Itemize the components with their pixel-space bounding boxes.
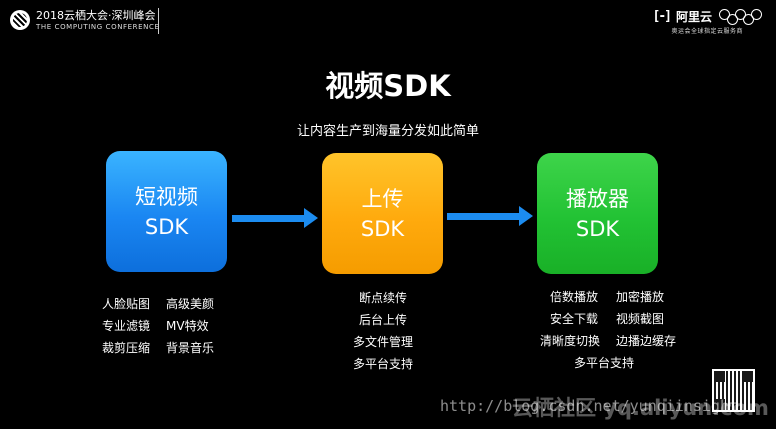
conference-subtitle: THE COMPUTING CONFERENCE bbox=[36, 23, 160, 31]
olympic-rings-icon bbox=[719, 8, 762, 25]
conference-logo-icon bbox=[10, 10, 30, 30]
feature-item: 断点续传 bbox=[359, 291, 408, 305]
aliyun-bracket-icon: [-] bbox=[652, 9, 673, 24]
feature-item: 加密播放 bbox=[616, 290, 665, 304]
box-sdk-label: SDK bbox=[575, 216, 620, 241]
upload-features: 断点续传 后台上传 多文件管理 多平台支持 bbox=[353, 287, 413, 375]
upload-sdk-box: 上传 SDK bbox=[322, 153, 443, 274]
feature-item: 清晰度切换 bbox=[540, 334, 601, 348]
box-label: 短视频 bbox=[135, 184, 198, 209]
short-video-sdk-box: 短视频 SDK bbox=[106, 151, 227, 272]
box-sdk-label: SDK bbox=[360, 216, 405, 241]
feature-item: 倍数播放 bbox=[550, 290, 599, 304]
watermark-url: http://blog.csdn.net/yunqiinsight bbox=[440, 397, 739, 415]
box-label: 播放器 bbox=[566, 186, 629, 211]
conference-logo: 2018云栖大会·深圳峰会 THE COMPUTING CONFERENCE bbox=[10, 9, 160, 31]
aliyun-logo: [-] 阿里云 奥运会全球指定云服务商 bbox=[652, 8, 762, 35]
feature-item: 裁剪压缩 bbox=[102, 341, 151, 355]
qr-code bbox=[712, 369, 755, 412]
slide-title: 视频SDK bbox=[325, 69, 451, 103]
arrow-right-icon bbox=[447, 206, 533, 226]
feature-item: 后台上传 bbox=[359, 313, 408, 327]
player-sdk-box: 播放器 SDK bbox=[537, 153, 658, 274]
box-label: 上传 bbox=[361, 186, 404, 211]
aliyun-tagline: 奥运会全球指定云服务商 bbox=[671, 28, 743, 35]
arrow-right-icon bbox=[232, 208, 318, 228]
feature-item: 安全下载 bbox=[550, 312, 599, 326]
feature-item: 视频截图 bbox=[616, 312, 665, 326]
box-sdk-label: SDK bbox=[144, 214, 189, 239]
slide-subtitle: 让内容生产到海量分发如此简单 bbox=[296, 124, 479, 139]
header-divider bbox=[158, 8, 159, 34]
watermark-brand: 云栖社区 yq.aliyun.com bbox=[512, 396, 769, 420]
feature-item: 多文件管理 bbox=[353, 335, 414, 349]
feature-item: 背景音乐 bbox=[166, 341, 215, 355]
feature-item: 多平台支持 bbox=[353, 357, 414, 371]
short-video-features: 人脸贴图 高级美颜 专业滤镜 MV特效 裁剪压缩 背景音乐 bbox=[102, 293, 214, 359]
feature-item: 人脸贴图 bbox=[102, 297, 151, 311]
aliyun-name: 阿里云 bbox=[675, 10, 712, 24]
conference-title: 2018云栖大会·深圳峰会 bbox=[36, 9, 156, 22]
feature-item: 高级美颜 bbox=[166, 297, 215, 311]
feature-item: 专业滤镜 bbox=[102, 319, 151, 333]
player-features: 倍数播放 加密播放 安全下载 视频截图 清晰度切换 边播边缓存 多平台支持 bbox=[540, 286, 676, 374]
feature-item: 多平台支持 bbox=[574, 356, 635, 370]
feature-item: 边播边缓存 bbox=[616, 334, 677, 348]
feature-item: MV特效 bbox=[166, 319, 209, 333]
